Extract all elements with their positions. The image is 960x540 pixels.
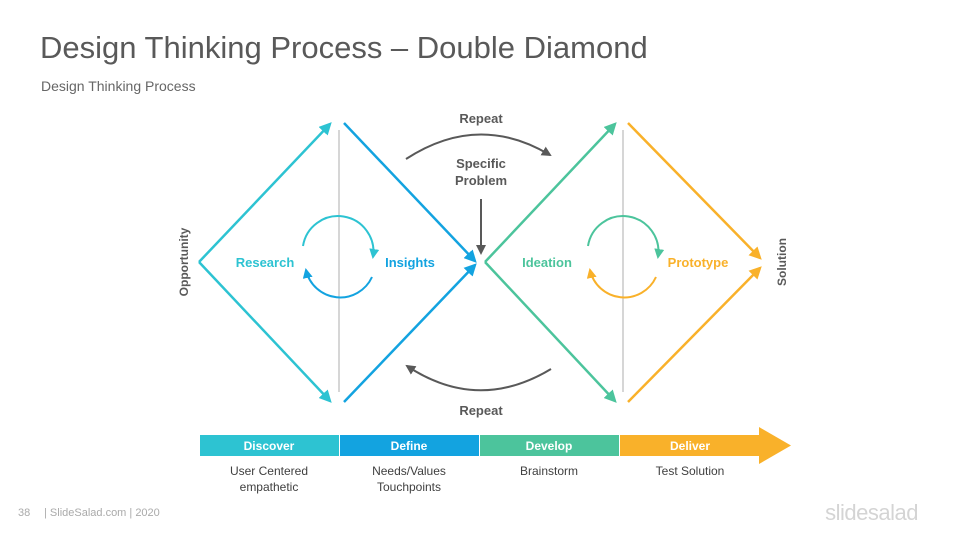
phase-name-define: Define: [391, 439, 428, 453]
page-number: 38: [18, 507, 31, 519]
repeat-top-label: Repeat: [459, 111, 503, 126]
phase-bar: Discover Define Develop Deliver: [200, 427, 791, 464]
cycle-icon: [302, 268, 373, 299]
phase-name-deliver: Deliver: [670, 439, 710, 453]
specific-problem-label-line1: Specific: [456, 156, 506, 171]
phase-desc-discover-line2: empathetic: [240, 480, 299, 494]
phase-desc-develop-line1: Brainstorm: [520, 464, 578, 478]
cycle-icon: [302, 215, 380, 259]
repeat-bottom-arrow: [405, 364, 552, 392]
repeat-top-arrow: [405, 133, 552, 160]
cycle-icon: [587, 215, 665, 259]
phase-desc-define-line1: Needs/Values: [372, 464, 446, 478]
footer-source: | SlideSalad.com | 2020: [44, 507, 160, 519]
brand-logo: slidesalad: [825, 500, 918, 525]
develop-arrow-up: [484, 122, 617, 263]
slide-subtitle: Design Thinking Process: [41, 78, 196, 94]
deliver-arrow-up: [627, 266, 762, 403]
develop-arrow-down: [484, 261, 617, 403]
diamond-discover-define: Research Insights: [198, 122, 477, 403]
insights-label: Insights: [385, 255, 435, 270]
specific-problem-label-line2: Problem: [455, 173, 507, 188]
repeat-bottom-label: Repeat: [459, 403, 503, 418]
discover-arrow-up: [198, 122, 332, 263]
phase-name-develop: Develop: [526, 439, 573, 453]
opportunity-label: Opportunity: [177, 227, 191, 296]
phase-desc-deliver-line1: Test Solution: [656, 464, 725, 478]
phase-desc-define-line2: Touchpoints: [377, 480, 441, 494]
slide-title: Design Thinking Process – Double Diamond: [40, 30, 648, 65]
diamond-develop-deliver: Ideation Prototype: [484, 122, 762, 403]
cycle-icon: [586, 268, 657, 299]
deliver-arrow-down: [627, 122, 762, 260]
phase-desc-discover-line1: User Centered: [230, 464, 308, 478]
discover-arrow-down: [198, 261, 332, 403]
research-label: Research: [236, 255, 295, 270]
solution-label: Solution: [775, 238, 789, 286]
phase-name-discover: Discover: [244, 439, 295, 453]
define-arrow-down: [343, 122, 477, 263]
phase-segment-develop: [480, 435, 619, 456]
prototype-label: Prototype: [668, 255, 729, 270]
phase-segment-discover: [200, 435, 339, 456]
ideation-label: Ideation: [522, 255, 572, 270]
define-arrow-up: [343, 263, 477, 403]
phase-segment-deliver: [620, 435, 760, 456]
arrow-icon: [759, 427, 791, 464]
phase-segment-define: [340, 435, 479, 456]
